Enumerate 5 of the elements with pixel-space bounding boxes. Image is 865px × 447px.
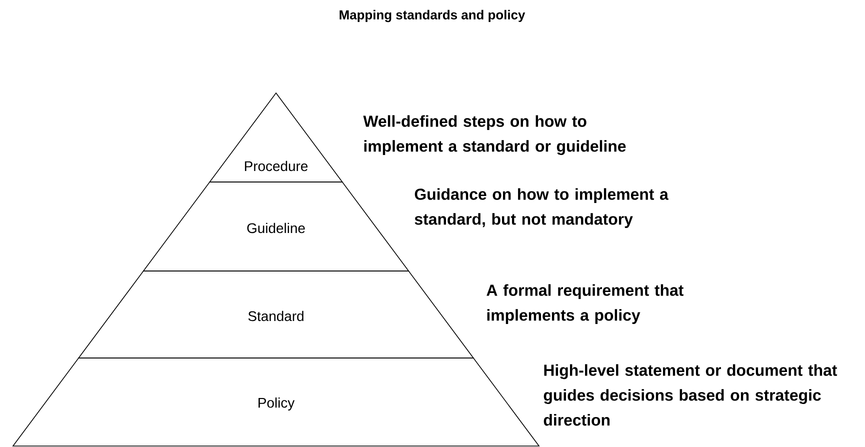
title: Mapping standards and policy — [340, 10, 526, 22]
description-text: Guidance on how to implement a standard, but not mandatory — [414, 188, 668, 228]
description-text: Well-defined steps on how to implement a standard or guideline — [363, 115, 626, 156]
description-text: High-level statement or document that guides decisions based on strategic direction — [544, 364, 838, 426]
description-text: A formal requirement that implements a policy — [486, 284, 684, 324]
